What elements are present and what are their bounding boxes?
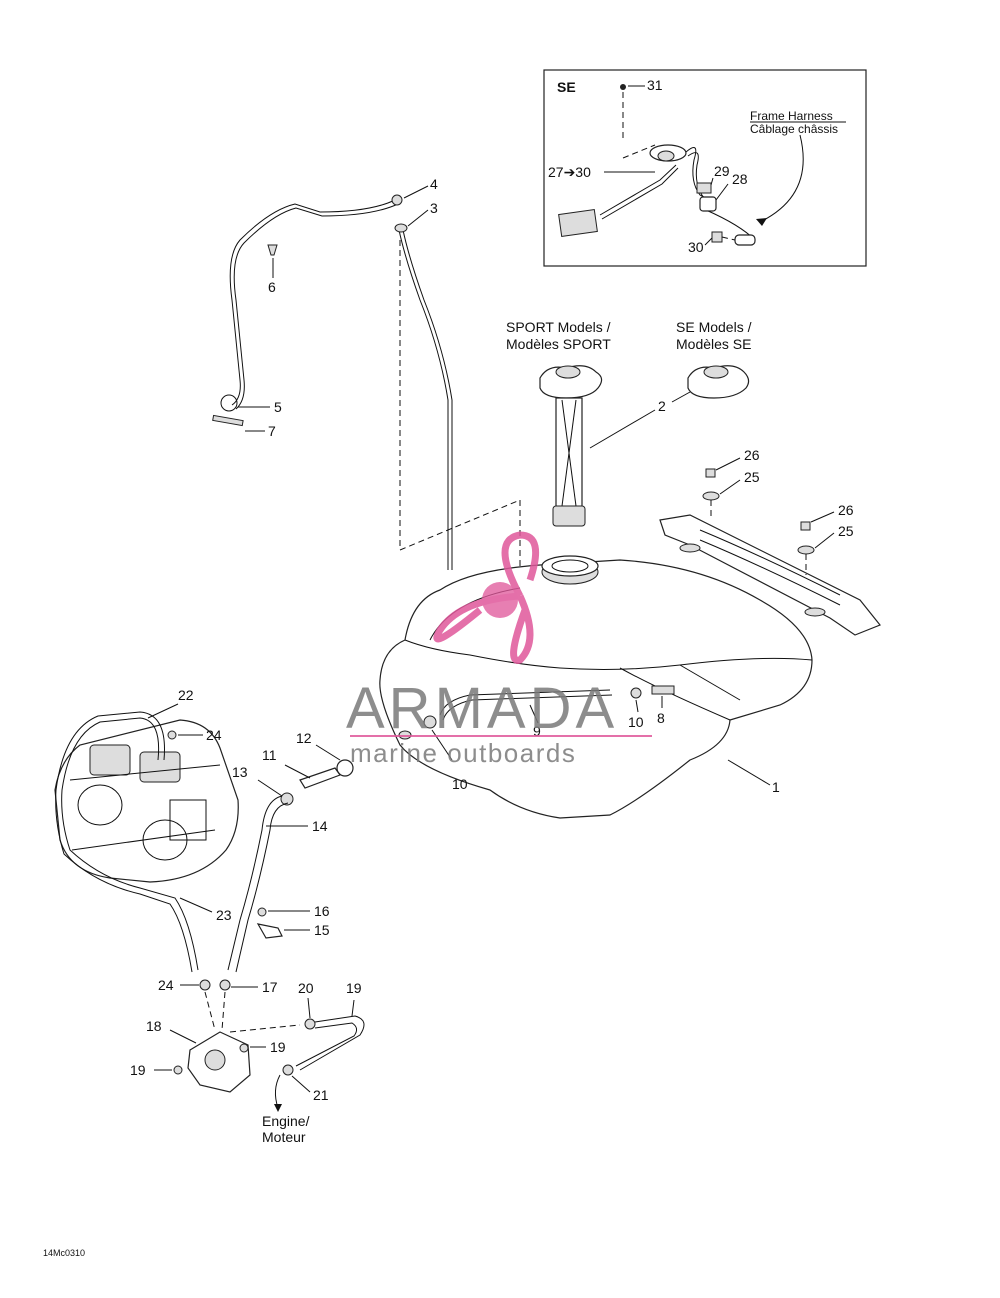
watermark-tagline: marine outboards <box>350 738 576 768</box>
callout-25-lower: 25 <box>838 523 854 539</box>
callout-15: 15 <box>314 922 330 938</box>
se-models-label-en: SE Models / <box>676 319 752 335</box>
fuel-pump-assembly: 24 17 18 19 19 20 19 21 Engine/ Moteur <box>130 977 365 1145</box>
callout-1: 1 <box>772 779 780 795</box>
callout-4: 4 <box>430 176 438 192</box>
clamp-21-upper-icon <box>304 1018 316 1030</box>
sport-models-label-en: SPORT Models / <box>506 319 611 335</box>
screw-16-icon <box>257 907 267 917</box>
screw-19-right-icon <box>239 1043 249 1053</box>
callout-24-lower: 24 <box>158 977 174 993</box>
clamp-13-icon <box>280 792 294 806</box>
callout-11: 11 <box>262 747 277 763</box>
callout-17: 17 <box>262 979 278 995</box>
engine-label-en: Engine/ <box>262 1113 310 1129</box>
figure-code: 14Mc0310 <box>43 1248 85 1258</box>
terminal-30-icon <box>711 231 723 243</box>
callout-18: 18 <box>146 1018 162 1034</box>
fitting-8-icon <box>651 685 675 695</box>
callout-13: 13 <box>232 764 248 780</box>
sport-models-label-fr: Modèles SPORT <box>506 336 611 352</box>
callout-28: 28 <box>732 171 748 187</box>
frame-harness-label-fr: Câblage châssis <box>750 122 838 136</box>
callout-10-left: 10 <box>452 776 468 792</box>
fitting-10-left-icon <box>423 715 437 729</box>
float-icon <box>558 209 598 237</box>
callout-24-upper: 24 <box>206 727 222 743</box>
fitting-11-icon <box>299 767 341 789</box>
engine: 22 24 23 <box>54 687 239 973</box>
clip-6-icon <box>267 244 278 256</box>
se-inset: SE 31 27➔30 29 28 30 Frame Harness Câbla… <box>543 69 867 267</box>
connector-29-icon <box>696 182 712 194</box>
fitting-10-right-icon <box>630 687 642 699</box>
callout-19-left: 19 <box>130 1062 146 1078</box>
clamp-24-lower-icon <box>199 979 211 991</box>
propeller-hub-icon <box>482 582 518 618</box>
callout-25-upper: 25 <box>744 469 760 485</box>
callout-29: 29 <box>714 163 730 179</box>
callout-22: 22 <box>178 687 194 703</box>
callout-26-lower: 26 <box>838 502 854 518</box>
clamp-24-upper-icon <box>167 730 177 740</box>
se-models-label-fr: Modèles SE <box>676 336 751 352</box>
callout-9: 9 <box>533 723 541 739</box>
armada-watermark: ARMADA marine outboards <box>346 531 652 768</box>
nut-26-lower-icon <box>800 521 811 531</box>
screw-31-icon <box>620 84 626 90</box>
callout-8: 8 <box>657 710 665 726</box>
callout-14: 14 <box>312 818 328 834</box>
grommet-3-icon <box>394 223 408 233</box>
screw-19-left-icon <box>173 1065 183 1075</box>
clamp-21-lower-icon <box>282 1064 294 1076</box>
callout-21-upper: 20 <box>298 980 314 996</box>
callout-21-lower: 21 <box>313 1087 329 1103</box>
spring-7-icon <box>212 414 244 427</box>
vent-valve-4-icon <box>391 194 403 206</box>
callout-31: 31 <box>647 77 663 93</box>
callout-6: 6 <box>268 279 276 295</box>
tank-straps: 26 25 26 25 <box>659 447 881 636</box>
callout-19-right: 19 <box>270 1039 286 1055</box>
fuel-line-assembly: 12 11 13 14 16 15 <box>227 730 354 973</box>
watermark-brand: ARMADA <box>346 676 618 741</box>
inset-title: SE <box>557 79 576 95</box>
callout-10-right: 10 <box>628 714 644 730</box>
callout-7: 7 <box>268 423 276 439</box>
callout-16: 16 <box>314 903 330 919</box>
callout-23: 23 <box>216 907 232 923</box>
callout-2: 2 <box>658 398 666 414</box>
washer-25-lower-icon <box>797 545 815 555</box>
connector-28-icon <box>699 196 717 212</box>
callout-27-30: 27➔30 <box>548 164 591 180</box>
callout-5: 5 <box>274 399 282 415</box>
callout-3: 3 <box>430 200 438 216</box>
callout-20: 19 <box>346 980 362 996</box>
callout-26-upper: 26 <box>744 447 760 463</box>
frame-harness-label-en: Frame Harness <box>750 109 833 123</box>
nut-26-upper-icon <box>705 468 716 478</box>
callout-12: 12 <box>296 730 312 746</box>
bracket-15-icon <box>256 923 283 939</box>
engine-label-fr: Moteur <box>262 1129 306 1145</box>
filler-caps: SPORT Models / Modèles SPORT SE Models /… <box>506 319 752 527</box>
vent-tube-assembly: 4 3 6 5 7 <box>212 176 521 595</box>
washer-25-upper-icon <box>702 491 720 501</box>
grommet-12-icon <box>336 759 354 777</box>
callout-30: 30 <box>688 239 704 255</box>
clamp-17-icon <box>219 979 231 991</box>
